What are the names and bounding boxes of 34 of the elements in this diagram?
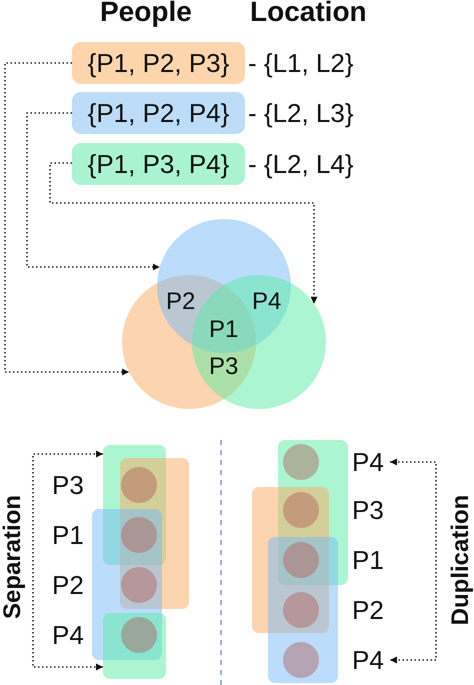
- location-set: - {L1, L2}: [248, 47, 354, 80]
- group-rectangle: [252, 487, 329, 633]
- dotted-arrow: [4, 62, 130, 376]
- person-label: P4: [252, 290, 282, 314]
- person-label: P4: [352, 447, 384, 477]
- strategy-label: Separation: [1, 494, 25, 620]
- location-set: - {L2, L3}: [248, 97, 354, 130]
- person-label: P3: [209, 355, 238, 379]
- person-label: P4: [52, 622, 84, 648]
- person-label: P1: [352, 547, 384, 573]
- person-label: P3: [352, 497, 384, 523]
- group-rectangle: [120, 458, 189, 609]
- person-label: P2: [166, 290, 196, 314]
- column-header: People: [100, 0, 192, 26]
- person-label: P4: [352, 645, 384, 675]
- column-header: Location: [250, 0, 367, 26]
- person-label: P1: [52, 522, 84, 548]
- strategy-label: Duplication: [449, 494, 473, 626]
- person-label: P2: [352, 597, 384, 623]
- dotted-arrow: [26, 112, 160, 270]
- group-rectangle: [92, 509, 162, 660]
- dotted-arrow: [390, 458, 437, 664]
- set-box: {P1, P3, P4}: [72, 143, 245, 185]
- set-box: {P1, P2, P4}: [72, 92, 245, 134]
- dotted-arrow: [32, 450, 103, 670]
- set-box: {P1, P2, P3}: [72, 42, 245, 84]
- group-rectangle: [278, 440, 348, 585]
- person-label: P2: [52, 572, 84, 598]
- dotted-arrow: [49, 162, 318, 304]
- group-rectangle: [268, 537, 338, 683]
- person-label: P3: [52, 472, 84, 498]
- person-label: P1: [209, 318, 238, 342]
- group-rectangle: [103, 613, 166, 679]
- location-set: - {L2, L4}: [248, 148, 354, 181]
